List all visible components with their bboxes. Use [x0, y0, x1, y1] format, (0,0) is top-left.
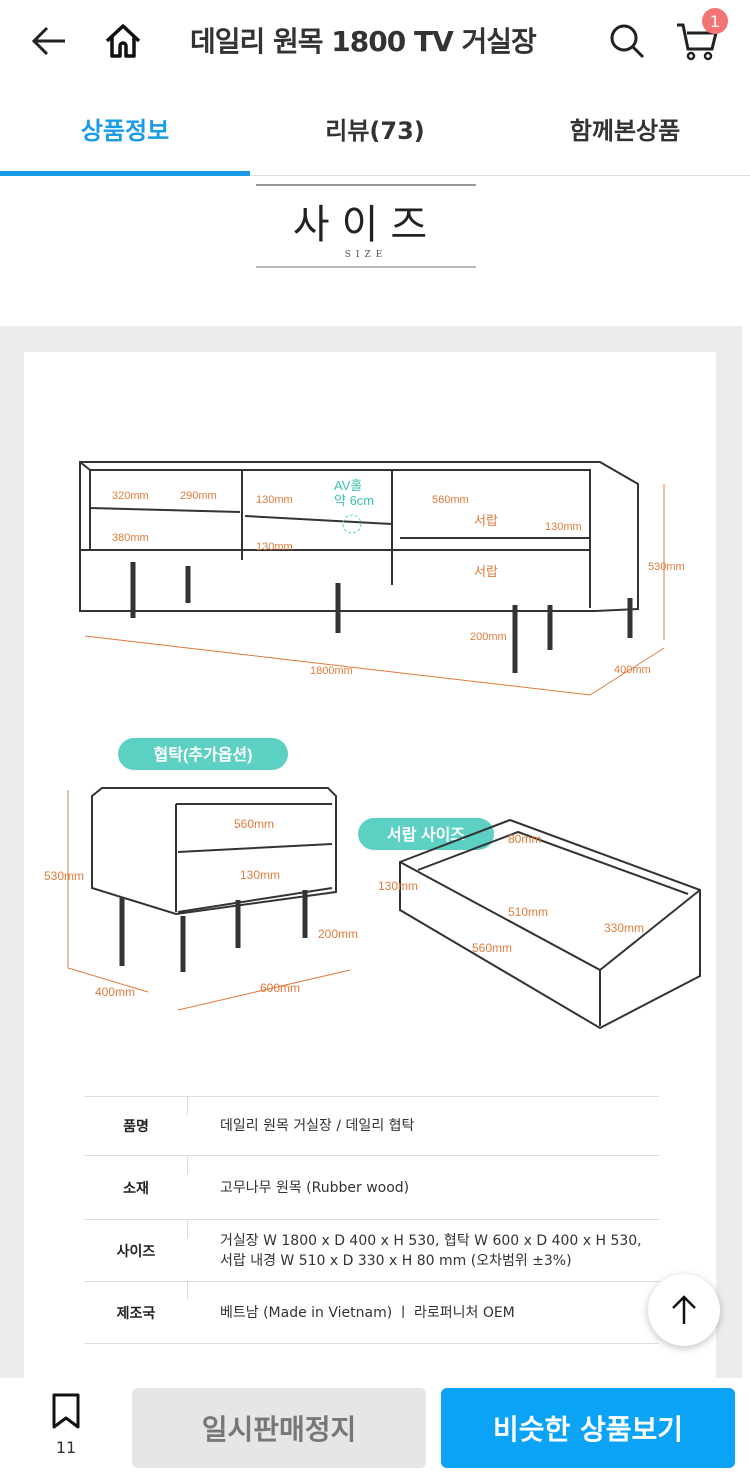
cart-count-badge: 1 [702, 8, 728, 34]
spec-value: 거실장 W 1800 x D 400 x H 530, 협탁 W 600 x D… [188, 1231, 642, 1271]
dimension-label: 80mm [508, 832, 541, 846]
page-title: 데일리 원목 1800 TV 거실장 [190, 25, 537, 58]
dimension-label: 400mm [95, 985, 135, 999]
similar-products-button[interactable]: 비슷한 상품보기 [441, 1388, 735, 1468]
drawer-drawing [399, 818, 701, 1030]
dimension-label: 1800mm [310, 665, 353, 677]
dimension-label: 290mm [180, 490, 217, 502]
app-header: 데일리 원목 1800 TV 거실장 1 [0, 0, 750, 82]
tv-stand-dimension-lines [84, 484, 665, 696]
size-heading-ko: 사이즈 [292, 202, 440, 248]
drawer-labels: 80mm 130mm 510mm 330mm 560mm [378, 832, 644, 955]
spec-row: 사이즈 거실장 W 1800 x D 400 x H 530, 협탁 W 600… [84, 1220, 659, 1282]
dimension-label: 130mm [256, 494, 293, 506]
dimension-label: 200mm [470, 631, 507, 643]
arrow-left-icon [31, 26, 65, 56]
dimension-label: 380mm [112, 532, 149, 544]
spec-table: 품명 데일리 원목 거실장 / 데일리 협탁 소재 고무나무 원목 (Rubbe… [84, 1096, 659, 1344]
size-diagram-panel: 320mm 290mm 130mm AV홀 약 6cm 560mm 서랍 130… [0, 326, 742, 1392]
dimension-label: 약 6cm [334, 493, 374, 508]
drawer-size-pill [358, 818, 494, 850]
dimension-label: 서랍 [474, 513, 498, 528]
size-diagram-card: 320mm 290mm 130mm AV홀 약 6cm 560mm 서랍 130… [24, 352, 716, 1392]
tv-stand-drawing [79, 461, 639, 673]
spec-row: 소재 고무나무 원목 (Rubber wood) [84, 1156, 659, 1220]
scroll-to-top-button[interactable] [648, 1274, 720, 1346]
dimension-label: 320mm [112, 490, 149, 502]
dimension-label: 130mm [378, 879, 418, 893]
tab-viewed-together[interactable]: 함께본상품 [569, 117, 681, 145]
tab-reviews[interactable]: 리뷰(73) [325, 117, 425, 145]
dimension-label: 200mm [318, 927, 358, 941]
spec-key: 사이즈 [84, 1220, 188, 1281]
spec-row: 품명 데일리 원목 거실장 / 데일리 협탁 [84, 1096, 659, 1156]
spec-value-line: 거실장 W 1800 x D 400 x H 530, 협탁 W 600 x D… [220, 1232, 642, 1249]
drawer-size-title: 서랍 사이즈 [387, 826, 465, 844]
tab-product-info[interactable]: 상품정보 [0, 82, 250, 176]
home-button[interactable] [100, 18, 146, 64]
bottom-action-bar: 11 일시판매정지 비슷한 상품보기 [0, 1378, 750, 1478]
dimension-label: 560mm [234, 817, 274, 831]
spec-value: 베트남 (Made in Vietnam) ㅣ 라로퍼니처 OEM [220, 1304, 515, 1321]
side-table-labels: 560mm 130mm 530mm 200mm 400mm 600mm [44, 817, 358, 999]
side-table-pill [118, 738, 288, 770]
side-table-drawing [91, 787, 337, 972]
side-table-title: 협탁(추가옵션) [154, 745, 253, 764]
spec-value: 고무나무 원목 (Rubber wood) [220, 1179, 410, 1196]
dimension-label: 600mm [260, 981, 300, 995]
bookmark-count: 11 [55, 1438, 77, 1457]
spec-key: 제조국 [84, 1282, 188, 1343]
spec-row: 제조국 베트남 (Made in Vietnam) ㅣ 라로퍼니처 OEM [84, 1282, 659, 1344]
tab-bar: 상품정보 리뷰(73) 함께본상품 [0, 82, 750, 176]
tv-stand-labels: 320mm 290mm 130mm AV홀 약 6cm 560mm 서랍 130… [112, 478, 685, 677]
bookmark-icon [52, 1393, 80, 1429]
dimension-label: 330mm [604, 921, 644, 935]
size-heading: 사이즈 SIZE [256, 184, 476, 268]
dimension-label: 530mm [44, 869, 84, 883]
home-icon [105, 24, 141, 58]
dimension-label: 510mm [508, 905, 548, 919]
dimension-label: 서랍 [474, 564, 498, 579]
search-button[interactable] [604, 18, 650, 64]
sold-out-button[interactable]: 일시판매정지 [132, 1388, 426, 1468]
bookmark-button[interactable]: 11 [44, 1392, 88, 1457]
size-heading-en: SIZE [344, 250, 388, 260]
spec-key: 품명 [84, 1097, 188, 1155]
dimension-label: 130mm [240, 868, 280, 882]
dimension-label: 400mm [614, 664, 651, 676]
back-button[interactable] [26, 18, 72, 64]
dimension-label: 560mm [432, 494, 469, 506]
dimension-label: 560mm [472, 941, 512, 955]
dimension-label: AV홀 [334, 478, 362, 493]
dimension-label: 530mm [648, 561, 685, 573]
dimension-label: 130mm [256, 541, 293, 553]
av-hole-marker [342, 514, 362, 534]
furniture-dimension-diagram: 320mm 290mm 130mm AV홀 약 6cm 560mm 서랍 130… [44, 461, 701, 1030]
search-icon [610, 24, 645, 59]
arrow-up-icon [672, 1295, 696, 1324]
spec-key: 소재 [84, 1156, 188, 1219]
dimension-label: 130mm [545, 521, 582, 533]
spec-value: 데일리 원목 거실장 / 데일리 협탁 [220, 1118, 415, 1134]
spec-value-line: 서랍 내경 W 510 x D 330 x H 80 mm (오차범위 ±3%) [220, 1252, 572, 1269]
